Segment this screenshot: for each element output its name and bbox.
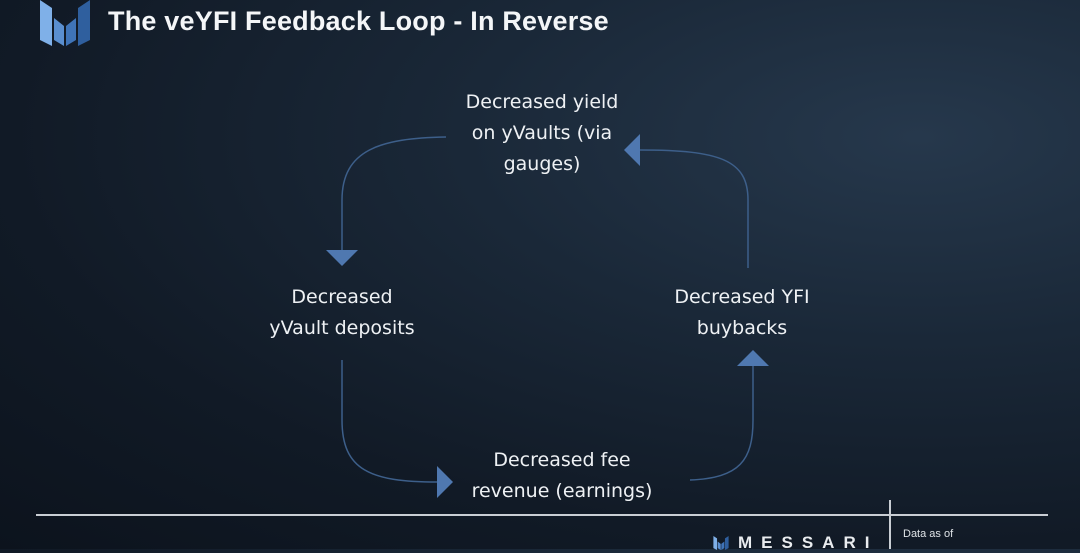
page-title: The veYFI Feedback Loop - In Reverse (108, 6, 609, 36)
node-line: Decreased fee (493, 449, 631, 471)
arrowhead-up (737, 350, 769, 366)
footer-vertical-divider (889, 500, 891, 549)
node-decreased-deposits: Decreased yVault deposits (269, 282, 414, 344)
arrow-left-to-bottom (341, 360, 438, 483)
arrowhead-down (326, 250, 358, 266)
node-line: Decreased (291, 286, 393, 308)
node-decreased-yield: Decreased yield on yVaults (via gauges) (466, 87, 619, 180)
node-decreased-buybacks: Decreased YFI buybacks (674, 282, 809, 344)
node-line: revenue (earnings) (471, 480, 653, 502)
node-line: buybacks (696, 317, 788, 339)
arrowhead-left (624, 134, 640, 166)
messari-small-logo-icon (713, 536, 729, 550)
node-line: on yVaults (via (471, 122, 613, 144)
arrow-top-to-left (341, 136, 447, 250)
brand-name: MESSARI (738, 533, 879, 552)
arrow-right-to-top (639, 149, 749, 268)
footer-divider (36, 514, 1048, 516)
data-as-of: Data as of (903, 528, 954, 540)
arrow-bottom-to-right (689, 366, 754, 481)
messari-logo-icon (38, 0, 92, 51)
node-line: Decreased YFI (674, 286, 810, 308)
node-line: gauges) (503, 153, 581, 175)
node-line: yVault deposits (269, 317, 415, 339)
arrowhead-right (437, 466, 453, 498)
node-line: Decreased yield (465, 91, 619, 113)
node-decreased-fee-revenue: Decreased fee revenue (earnings) (472, 445, 653, 507)
footer-brand: MESSARI (712, 533, 878, 553)
